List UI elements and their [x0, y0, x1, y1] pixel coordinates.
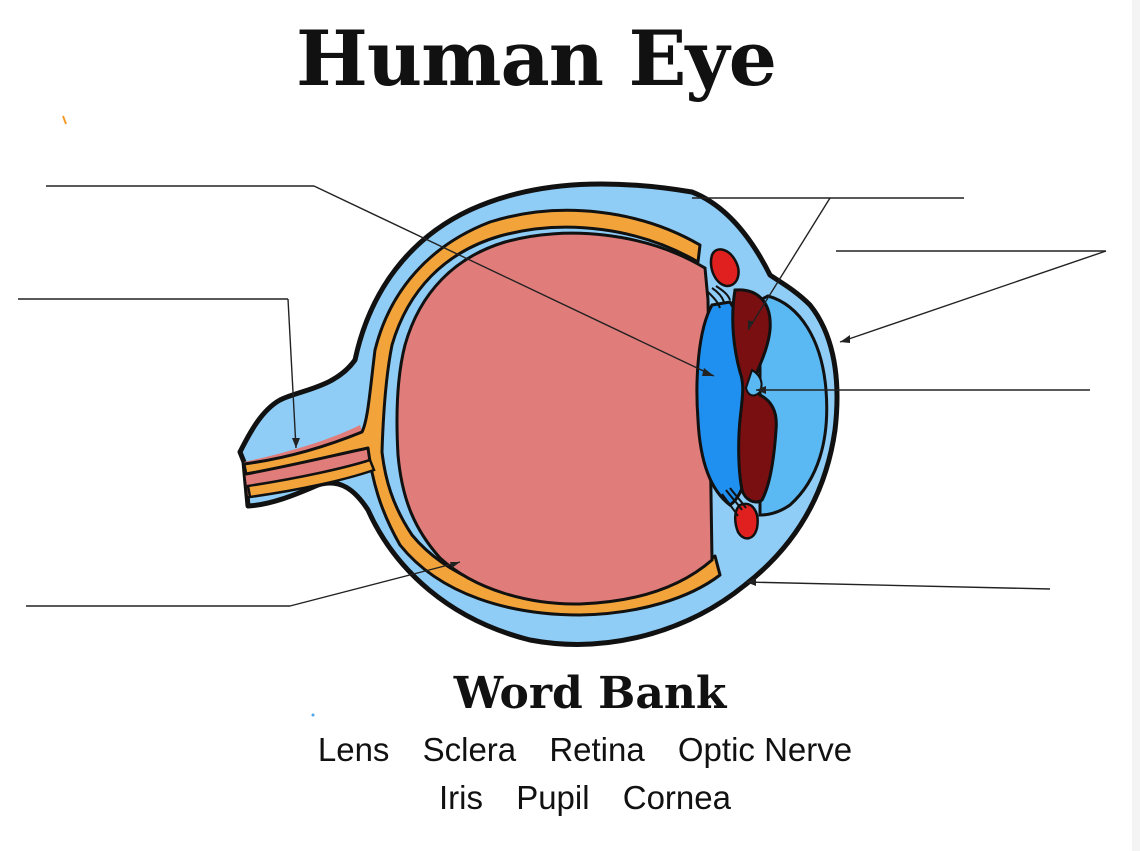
stray-mark	[63, 116, 66, 124]
vitreous-body	[397, 233, 712, 604]
answer-line-7	[746, 582, 1050, 589]
word-bank-item: Iris	[439, 779, 483, 817]
word-bank-row-2: Iris Pupil Cornea	[240, 779, 930, 817]
word-bank-item: Retina	[549, 731, 644, 769]
ciliary-body-bottom	[735, 504, 757, 539]
word-bank-heading: Word Bank	[380, 668, 800, 719]
word-bank-item: Pupil	[516, 779, 589, 817]
pointer-5	[840, 251, 1106, 342]
word-bank-row-1: Lens Sclera Retina Optic Nerve	[240, 731, 930, 769]
word-bank-item: Lens	[318, 731, 390, 769]
page-edge	[1132, 0, 1140, 851]
word-bank-item: Cornea	[623, 779, 731, 817]
word-bank-item: Optic Nerve	[678, 731, 852, 769]
stray-dot	[312, 714, 315, 717]
word-bank-item: Sclera	[423, 731, 517, 769]
